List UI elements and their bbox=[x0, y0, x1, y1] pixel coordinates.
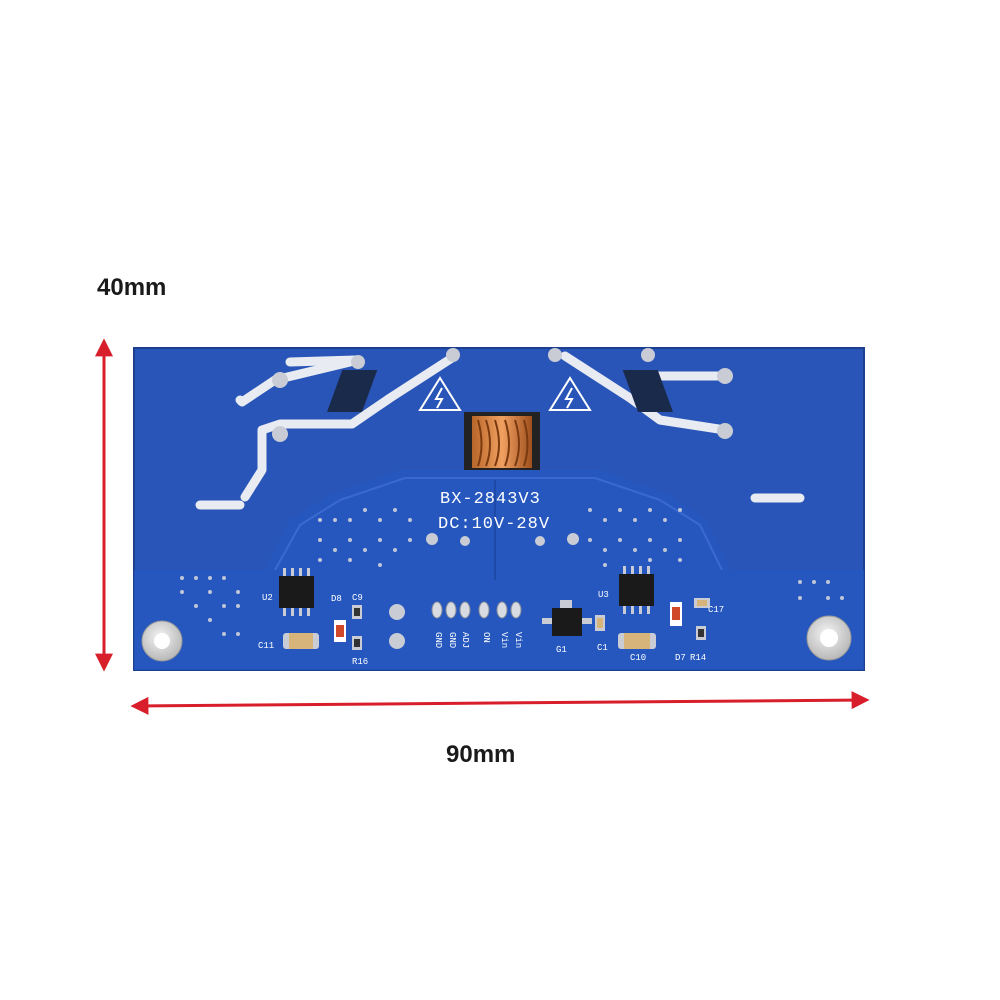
pin-label-gnd-1: GND bbox=[433, 632, 443, 648]
ic-u3 bbox=[619, 566, 654, 614]
pin-label-gnd-2: GND bbox=[447, 632, 457, 648]
label-r14: R14 bbox=[690, 653, 706, 663]
label-u3: U3 bbox=[598, 590, 609, 600]
mounting-hole-icon bbox=[141, 620, 183, 662]
transistor-g1 bbox=[542, 600, 592, 636]
label-g1: G1 bbox=[556, 645, 567, 655]
high-voltage-warning-icon bbox=[418, 376, 462, 411]
label-c9: C9 bbox=[352, 593, 363, 603]
component-cutouts bbox=[326, 370, 674, 412]
pin-label-on: ON bbox=[481, 632, 491, 643]
solder-pads bbox=[272, 348, 733, 546]
board-input-text: DC:10V-28V bbox=[438, 515, 550, 534]
mounting-hole-icon bbox=[806, 615, 852, 661]
board-model-text: BX-2843V3 bbox=[440, 490, 541, 509]
pin-label-vin-1: Vin bbox=[499, 632, 509, 648]
width-arrow bbox=[130, 691, 870, 715]
smd-components bbox=[283, 598, 710, 650]
width-dimension-label: 90mm bbox=[446, 741, 516, 768]
label-r16: R16 bbox=[352, 657, 368, 667]
label-c11: C11 bbox=[258, 641, 274, 651]
label-u2: U2 bbox=[262, 593, 273, 603]
header-pins bbox=[431, 601, 522, 619]
silkscreen-text: BX-2843V3 DC:10V-28V U2 D8 C9 C11 R16 U3… bbox=[258, 490, 724, 667]
ic-u2 bbox=[279, 568, 314, 616]
label-d8: D8 bbox=[331, 594, 342, 604]
pin-label-vin-2: Vin bbox=[513, 632, 523, 648]
label-c17: C17 bbox=[708, 605, 724, 615]
vias bbox=[180, 508, 844, 636]
label-c10: C10 bbox=[630, 653, 646, 663]
pin-label-adj: ADJ bbox=[460, 632, 470, 648]
height-dimension-label: 40mm bbox=[97, 274, 167, 301]
high-voltage-warning-icon bbox=[548, 376, 592, 411]
label-c1: C1 bbox=[597, 643, 608, 653]
inductor-coil bbox=[464, 412, 540, 470]
label-d7: D7 bbox=[675, 653, 686, 663]
